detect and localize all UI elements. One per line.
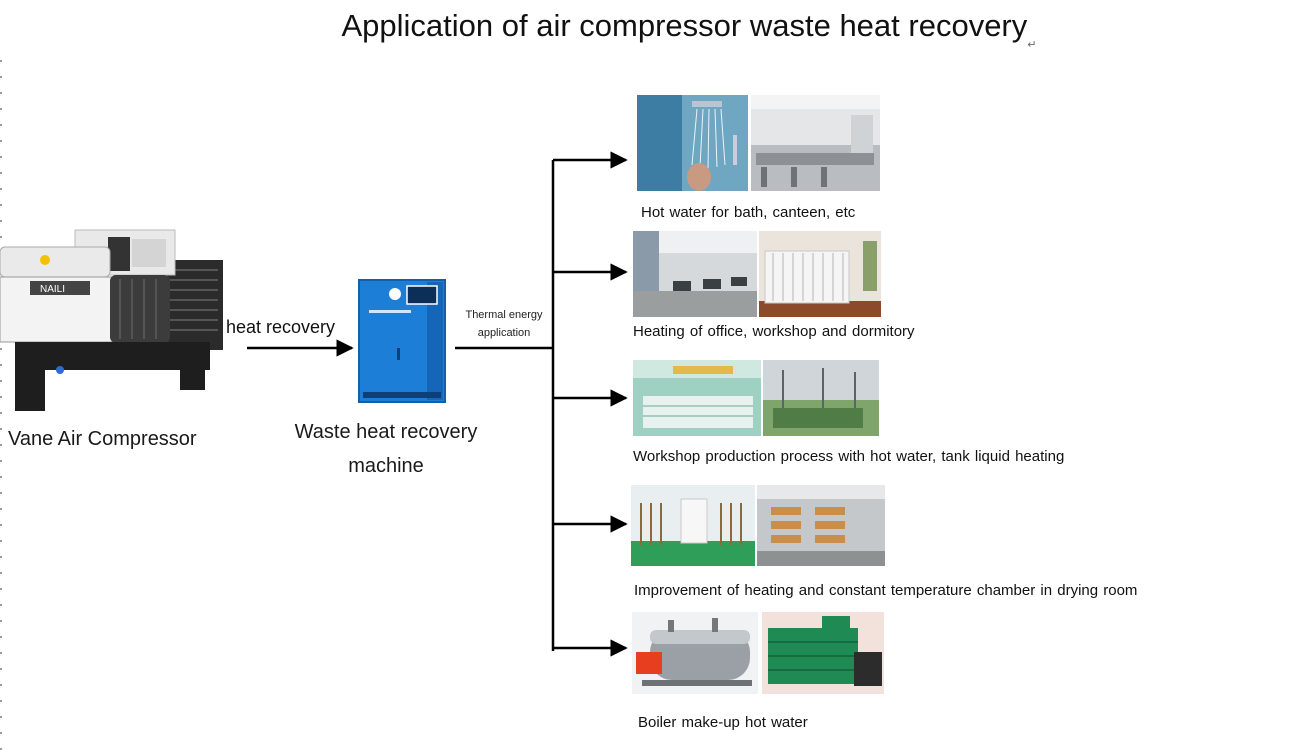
canteen-kitchen-photo: [751, 95, 880, 191]
application-label-office-heating: Heating of office, workshop and dormitor…: [633, 323, 915, 340]
compressor-label: Vane Air Compressor: [8, 428, 197, 450]
recovery-machine-label-line1: Waste heat recovery: [294, 421, 478, 443]
recovery-machine-label-line2: machine: [348, 455, 424, 477]
liquid-tank-photo: [763, 360, 879, 436]
oil-boiler-photo: [632, 612, 758, 694]
compressor-brand-text: NAILI: [40, 284, 65, 295]
office-photo: [633, 231, 757, 317]
vane-air-compressor-image: NAILI: [0, 225, 225, 415]
application-label-boiler: Boiler make-up hot water: [638, 714, 808, 731]
application-label-drying-room: Improvement of heating and constant temp…: [634, 582, 1138, 599]
shower-photo: [637, 95, 748, 191]
waste-heat-recovery-machine-image: [357, 278, 447, 405]
heat-recovery-label: heat recovery: [226, 317, 336, 337]
radiator-photo: [759, 231, 881, 317]
application-label-bath-canteen: Hot water for bath, canteen, etc: [641, 204, 856, 221]
paragraph-mark-icon: ↵: [1027, 39, 1037, 51]
thermal-label-line2: application: [477, 327, 531, 339]
coal-boiler-photo: [762, 612, 884, 694]
drying-room-photo: [631, 485, 755, 566]
recovery-machine-label: Waste heat recovery machine: [286, 415, 486, 483]
thermal-energy-label: Thermal energy application: [456, 306, 552, 342]
application-label-workshop-process: Workshop production process with hot wat…: [633, 448, 1065, 465]
thermal-label-line1: Thermal energy: [465, 309, 543, 321]
page-title: Application of air compressor waste heat…: [341, 8, 1037, 51]
production-line-photo: [633, 360, 761, 436]
drying-rack-photo: [757, 485, 885, 566]
